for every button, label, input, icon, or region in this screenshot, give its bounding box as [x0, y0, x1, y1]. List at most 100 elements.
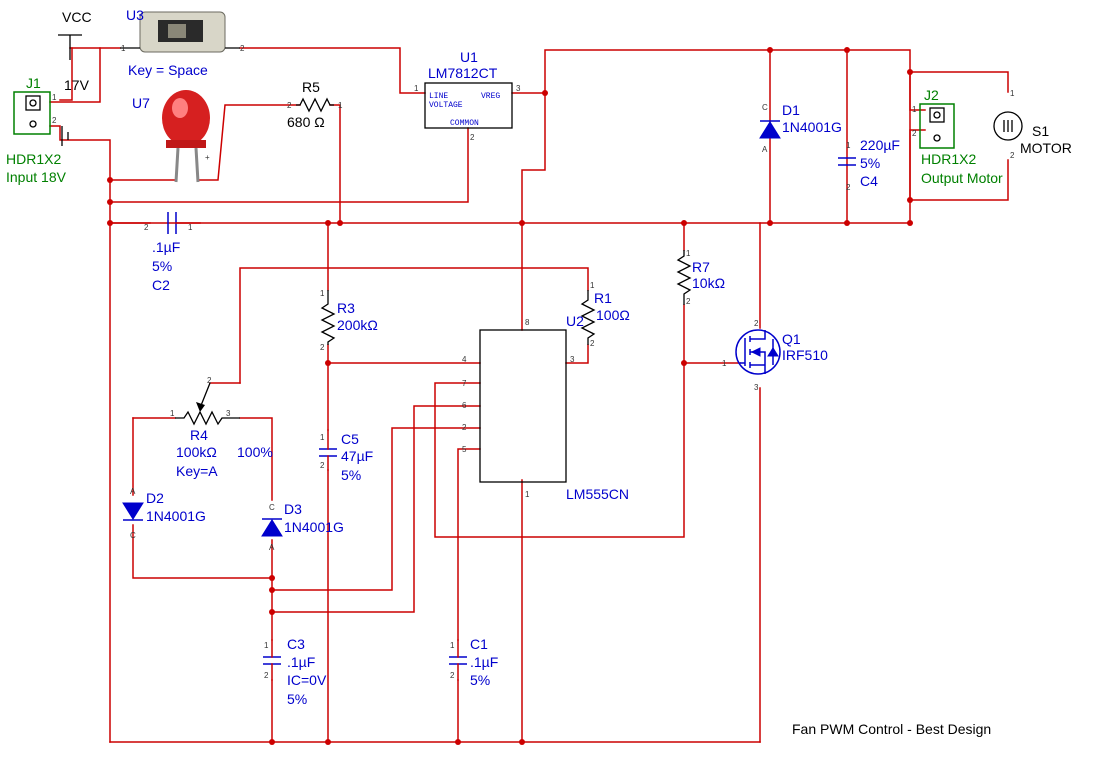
j2-desc: Output Motor	[921, 170, 1003, 186]
svg-text:3: 3	[226, 409, 231, 418]
u2-value: LM555CN	[566, 486, 629, 502]
svg-text:C: C	[130, 531, 136, 540]
c4-capacitor: 1 2 220µF 5% C4	[838, 137, 900, 192]
u1-voltage: VOLTAGE	[429, 101, 463, 110]
svg-text:+: +	[205, 153, 210, 162]
svg-text:1: 1	[912, 105, 917, 114]
svg-text:A: A	[269, 543, 275, 552]
svg-text:1: 1	[320, 289, 325, 298]
svg-text:3: 3	[516, 84, 521, 93]
svg-text:2: 2	[754, 319, 759, 328]
wires	[49, 47, 1009, 743]
r4-setting: 100%	[237, 444, 273, 460]
svg-text:2: 2	[320, 343, 325, 352]
svg-text:C: C	[762, 103, 768, 112]
svg-text:1: 1	[525, 490, 530, 499]
svg-text:1: 1	[686, 249, 691, 258]
q1-ref: Q1	[782, 331, 801, 347]
c3-ic: IC=0V	[287, 672, 327, 688]
svg-text:1: 1	[320, 433, 325, 442]
c5-capacitor: 12 C5 47µF 5%	[319, 429, 373, 483]
c4-value: 220µF	[860, 137, 900, 153]
svg-text:1: 1	[121, 44, 126, 53]
svg-text:A: A	[762, 145, 768, 154]
r7-value: 10kΩ	[692, 275, 725, 291]
svg-text:2: 2	[287, 101, 292, 110]
u1-common: COMMON	[450, 119, 479, 128]
r4-value: 100kΩ	[176, 444, 217, 460]
c1-tol: 5%	[470, 672, 490, 688]
d3-ref: D3	[284, 501, 302, 517]
q1-value: IRF510	[782, 347, 828, 363]
j2-type: HDR1X2	[921, 151, 976, 167]
c2-ref: C2	[152, 277, 170, 293]
j2-ref: J2	[924, 87, 939, 103]
svg-text:2: 2	[846, 183, 851, 192]
d1-value: 1N4001G	[782, 119, 842, 135]
vcc-value: 17V	[64, 77, 90, 93]
u1-vreg: VREG	[481, 92, 500, 101]
svg-text:1: 1	[52, 93, 57, 102]
u2-timer: 8 4 7 6 2 5 3 1 U2 LM555CN	[462, 313, 629, 502]
junctions	[107, 47, 913, 745]
svg-text:8: 8	[525, 318, 530, 327]
svg-text:1: 1	[722, 359, 727, 368]
svg-text:2: 2	[207, 376, 212, 385]
vcc-source: VCC 17V	[58, 9, 92, 93]
svg-text:2: 2	[462, 423, 467, 432]
c3-capacitor: 12 C3 .1µF IC=0V 5%	[263, 636, 327, 707]
svg-text:2: 2	[144, 223, 149, 232]
j1-ref: J1	[26, 75, 41, 91]
svg-text:3: 3	[570, 355, 575, 364]
battery-icon	[61, 126, 69, 146]
svg-text:3: 3	[754, 383, 759, 392]
u1-value: LM7812CT	[428, 65, 498, 81]
r3-resistor: 12 R3 200kΩ	[320, 289, 378, 352]
c1-value: .1µF	[470, 654, 498, 670]
u1-line: LINE	[429, 92, 448, 101]
j1-connector: 12 J1 HDR1X2 Input 18V	[6, 75, 67, 185]
d1-ref: D1	[782, 102, 800, 118]
svg-text:2: 2	[264, 671, 269, 680]
r3-value: 200kΩ	[337, 317, 378, 333]
s1-value: MOTOR	[1020, 140, 1072, 156]
svg-text:1: 1	[846, 141, 851, 150]
c3-value: .1µF	[287, 654, 315, 670]
d3-diode: CA D3 1N4001G	[261, 501, 344, 552]
svg-text:2: 2	[590, 339, 595, 348]
q1-mosfet: 1 2 3 Q1 IRF510	[722, 319, 828, 392]
r4-potentiometer[interactable]: 123 R4 100kΩ 100% Key=A	[170, 376, 273, 479]
c5-ref: C5	[341, 431, 359, 447]
svg-text:2: 2	[450, 671, 455, 680]
r4-ref: R4	[190, 427, 208, 443]
d2-value: 1N4001G	[146, 508, 206, 524]
svg-text:2: 2	[686, 297, 691, 306]
d2-diode: AC D2 1N4001G	[122, 487, 206, 540]
c1-ref: C1	[470, 636, 488, 652]
svg-text:4: 4	[462, 355, 467, 364]
d1-diode: C A D1 1N4001G	[759, 102, 842, 154]
s1-motor: 12 S1 MOTOR	[993, 89, 1072, 160]
c4-tol: 5%	[860, 155, 880, 171]
svg-text:7: 7	[462, 379, 467, 388]
c3-tol: 5%	[287, 691, 307, 707]
svg-text:2: 2	[320, 461, 325, 470]
d3-value: 1N4001G	[284, 519, 344, 535]
svg-text:1: 1	[338, 101, 343, 110]
r7-ref: R7	[692, 259, 710, 275]
u7-led: U7 +	[132, 90, 210, 183]
u7-ref: U7	[132, 95, 150, 111]
s1-ref: S1	[1032, 123, 1049, 139]
svg-text:1: 1	[414, 84, 419, 93]
svg-text:1: 1	[1010, 89, 1015, 98]
svg-text:2: 2	[470, 133, 475, 142]
c3-ref: C3	[287, 636, 305, 652]
r4-key: Key=A	[176, 463, 218, 479]
svg-text:A: A	[130, 487, 136, 496]
c4-ref: C4	[860, 173, 878, 189]
